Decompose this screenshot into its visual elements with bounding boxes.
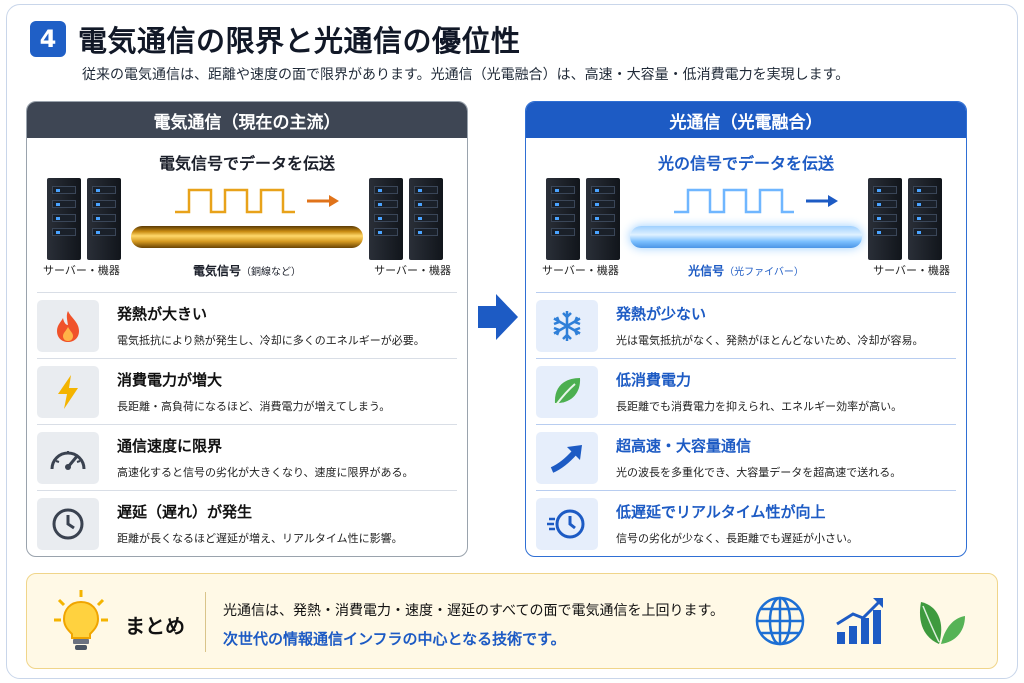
optical-feature-list: 発熱が少ない 光は電気抵抗がなく、発熱がほとんどないため、冷却が容易。 低消費電…: [536, 292, 956, 556]
feature-desc: 長距離・高負荷になるほど、消費電力が増えてしまう。: [117, 400, 391, 413]
server-label: サーバー・機器: [43, 264, 120, 277]
list-item: 発熱が大きい 電気抵抗により熱が発生し、冷却に多くのエネルギーが必要。: [37, 292, 457, 358]
feature-desc: 距離が長くなるほど遅延が増え、リアルタイム性に影響。: [117, 532, 403, 545]
list-item: 低消費電力 長距離でも消費電力を抑えられ、エネルギー効率が高い。: [536, 358, 956, 424]
page-subtitle: 従来の電気通信は、距離や速度の面で限界があります。光通信（光電融合）は、高速・大…: [82, 67, 850, 83]
summary-highlight: 次世代の情報通信インフラの中心となる技術です。: [223, 630, 566, 648]
clock-icon: [37, 497, 99, 550]
feature-title: 通信速度に限界: [117, 437, 223, 455]
electric-feature-list: 発熱が大きい 電気抵抗により熱が発生し、冷却に多くのエネルギーが必要。 消費電力…: [37, 292, 457, 556]
list-item: 発熱が少ない 光は電気抵抗がなく、発熱がほとんどないため、冷却が容易。: [536, 292, 956, 358]
feature-desc: 信号の劣化が少なく、長距離でも遅延が小さい。: [616, 532, 858, 545]
optical-illustration: サーバー・機器 光信号（光ファイバー） サーバー・機器: [526, 174, 966, 289]
list-item: 遅延（遅れ）が発生 距離が長くなるほど遅延が増え、リアルタイム性に影響。: [37, 490, 457, 556]
flame-icon: [37, 299, 99, 352]
leaf-icon: [536, 365, 598, 418]
cable-label: 光信号（光ファイバー）: [688, 264, 804, 278]
feature-desc: 高速化すると信号の劣化が大きくなり、速度に限界がある。: [117, 466, 414, 479]
arrow-right-icon: [478, 294, 518, 340]
page-header: 4 電気通信の限界と光通信の優位性: [30, 18, 521, 60]
feature-title: 遅延（遅れ）が発生: [117, 503, 253, 521]
section-number-badge: 4: [30, 21, 66, 57]
optical-panel: 光通信（光電融合） 光の信号でデータを伝送 サーバー・機器 光信号（光ファイバー…: [525, 101, 967, 557]
server-rack-icon: [546, 178, 624, 260]
snowflake-icon: [536, 299, 598, 352]
feature-desc: 電気抵抗により熱が発生し、冷却に多くのエネルギーが必要。: [117, 334, 425, 347]
divider: [205, 592, 206, 652]
page-title: 電気通信の限界と光通信の優位性: [78, 24, 521, 58]
feature-desc: 光は電気抵抗がなく、発熱がほとんどないため、冷却が容易。: [616, 334, 924, 347]
server-label: サーバー・機器: [374, 264, 451, 277]
cable-label: 電気信号（銅線など）: [192, 264, 301, 278]
summary-icons: [753, 594, 967, 648]
electric-wave-icon: [175, 188, 339, 214]
server-rack-icon: [47, 178, 125, 260]
feature-title: 低遅延でリアルタイム性が向上: [616, 503, 826, 521]
electric-signal-title: 電気信号でデータを伝送: [158, 154, 335, 173]
trend-arrow-icon: [536, 431, 598, 484]
optical-panel-heading: 光通信（光電融合）: [526, 102, 966, 138]
server-label: サーバー・機器: [542, 264, 619, 277]
feature-title: 発熱が大きい: [117, 305, 208, 323]
fast-clock-icon: [536, 497, 598, 550]
speedometer-icon: [37, 431, 99, 484]
optical-wave-icon: [674, 188, 838, 214]
feature-title: 低消費電力: [616, 371, 692, 389]
electric-panel-heading: 電気通信（現在の主流）: [27, 102, 467, 138]
lightbulb-icon: [54, 590, 108, 650]
page-frame: [6, 4, 1018, 679]
list-item: 超高速・大容量通信 光の波長を多重化でき、大容量データを超高速で送れる。: [536, 424, 956, 490]
server-rack-icon: [868, 178, 946, 260]
feature-title: 超高速・大容量通信: [616, 437, 752, 455]
copper-cable: [131, 226, 363, 248]
server-label: サーバー・機器: [873, 264, 950, 277]
list-item: 低遅延でリアルタイム性が向上 信号の劣化が少なく、長距離でも遅延が小さい。: [536, 490, 956, 556]
list-item: 消費電力が増大 長距離・高負荷になるほど、消費電力が増えてしまう。: [37, 358, 457, 424]
feature-title: 発熱が少ない: [616, 305, 707, 323]
summary-label: まとめ: [125, 614, 185, 638]
lightning-icon: [37, 365, 99, 418]
growth-chart-icon: [836, 598, 883, 644]
feature-title: 消費電力が増大: [117, 371, 223, 389]
leaves-icon: [919, 602, 965, 644]
list-item: 通信速度に限界 高速化すると信号の劣化が大きくなり、速度に限界がある。: [37, 424, 457, 490]
summary-box: まとめ 光通信は、発熱・消費電力・速度・遅延のすべての面で電気通信を上回ります。…: [26, 573, 998, 669]
server-rack-icon: [369, 178, 447, 260]
fiber-cable: [630, 226, 862, 248]
feature-desc: 光の波長を多重化でき、大容量データを超高速で送れる。: [616, 466, 902, 479]
electric-panel: 電気通信（現在の主流） 電気信号でデータを伝送 サーバー・機器 電気信号（銅線な…: [26, 101, 468, 557]
optical-signal-title: 光の信号でデータを伝送: [657, 154, 834, 173]
electric-illustration: サーバー・機器 電気信号（銅線など） サーバー・機器: [27, 174, 467, 289]
globe-icon: [755, 596, 805, 646]
summary-text: 光通信は、発熱・消費電力・速度・遅延のすべての面で電気通信を上回ります。: [223, 603, 725, 619]
feature-desc: 長距離でも消費電力を抑えられ、エネルギー効率が高い。: [616, 400, 903, 413]
